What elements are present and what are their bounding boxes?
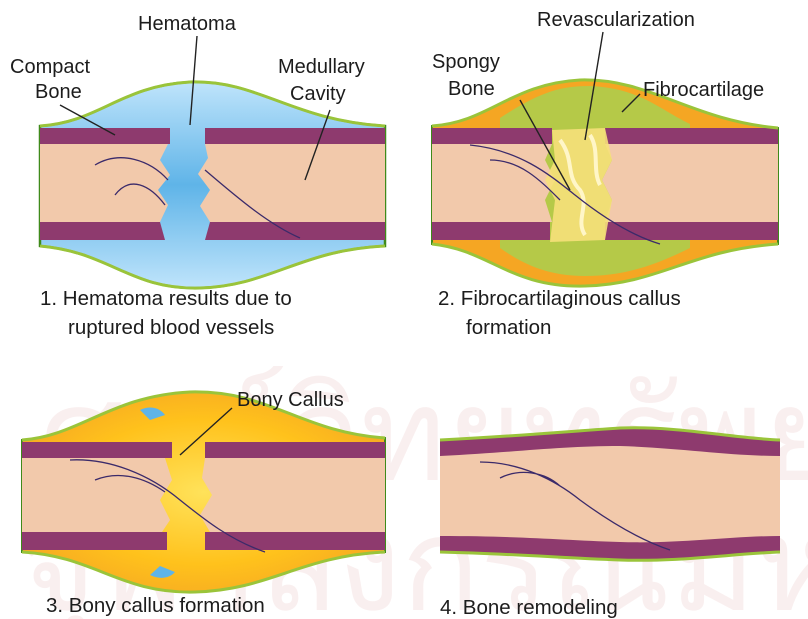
label-medullary-line1: Medullary [278,56,365,78]
label-fibrocartilage: Fibrocartilage [643,79,764,101]
caption-step-2-line2: formation [466,316,551,339]
panel-1-hematoma: Hematoma Compact Bone Medullary Cavity 1… [10,13,385,339]
caption-step-2-line1: 2. Fibrocartilaginous callus [438,287,681,310]
caption-step-3: 3. Bony callus formation [46,594,265,617]
caption-step-1-line2: ruptured blood vessels [68,316,274,339]
label-compact-bone-line2: Bone [35,81,82,103]
label-compact-bone-line1: Compact [10,56,90,78]
label-medullary-line2: Cavity [290,83,346,105]
label-spongy-bone-line1: Spongy [432,51,500,73]
label-bony-callus: Bony Callus [237,389,344,411]
panel-2-fibrocartilage: Revascularization Spongy Bone Fibrocarti… [432,9,778,339]
label-spongy-bone-line2: Bone [448,78,495,100]
label-revascularization: Revascularization [537,9,695,31]
caption-step-4: 4. Bone remodeling [440,596,618,619]
label-hematoma: Hematoma [138,13,237,35]
caption-step-1-line1: 1. Hematoma results due to [40,287,292,310]
